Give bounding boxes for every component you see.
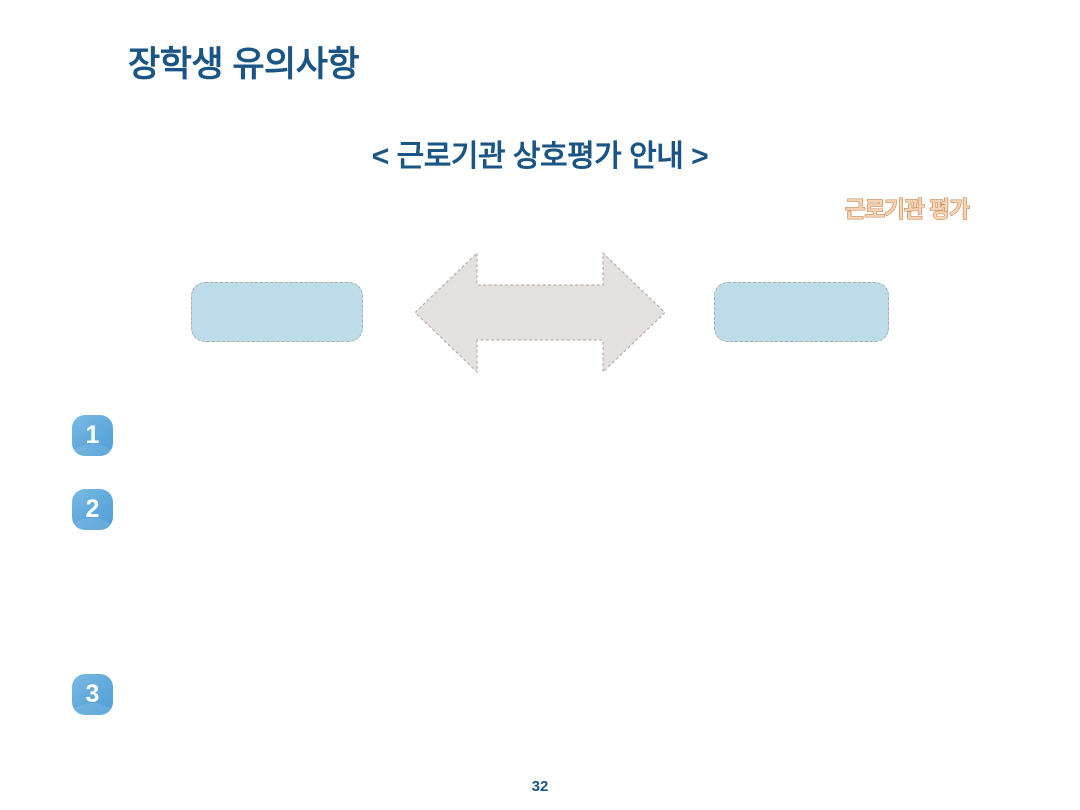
page-title: 장학생 유의사항 bbox=[128, 45, 360, 84]
diagram-left-box bbox=[191, 282, 363, 342]
bullet-badge-3: 3 bbox=[72, 674, 113, 715]
bidirectional-arrow-icon bbox=[415, 245, 665, 380]
bullet-badge-1: 1 bbox=[72, 415, 113, 456]
evaluation-caption: 근로기관 평가 bbox=[844, 196, 970, 222]
diagram-right-box bbox=[714, 282, 889, 342]
bullet-badge-2: 2 bbox=[72, 489, 113, 530]
bullet-badge-2-number: 2 bbox=[85, 495, 100, 523]
bullet-badge-1-number: 1 bbox=[85, 421, 100, 449]
slide-subtitle: < 근로기관 상호평가 안내 > bbox=[371, 140, 709, 173]
page-number: 32 bbox=[531, 778, 549, 795]
bullet-badge-3-number: 3 bbox=[85, 680, 100, 708]
